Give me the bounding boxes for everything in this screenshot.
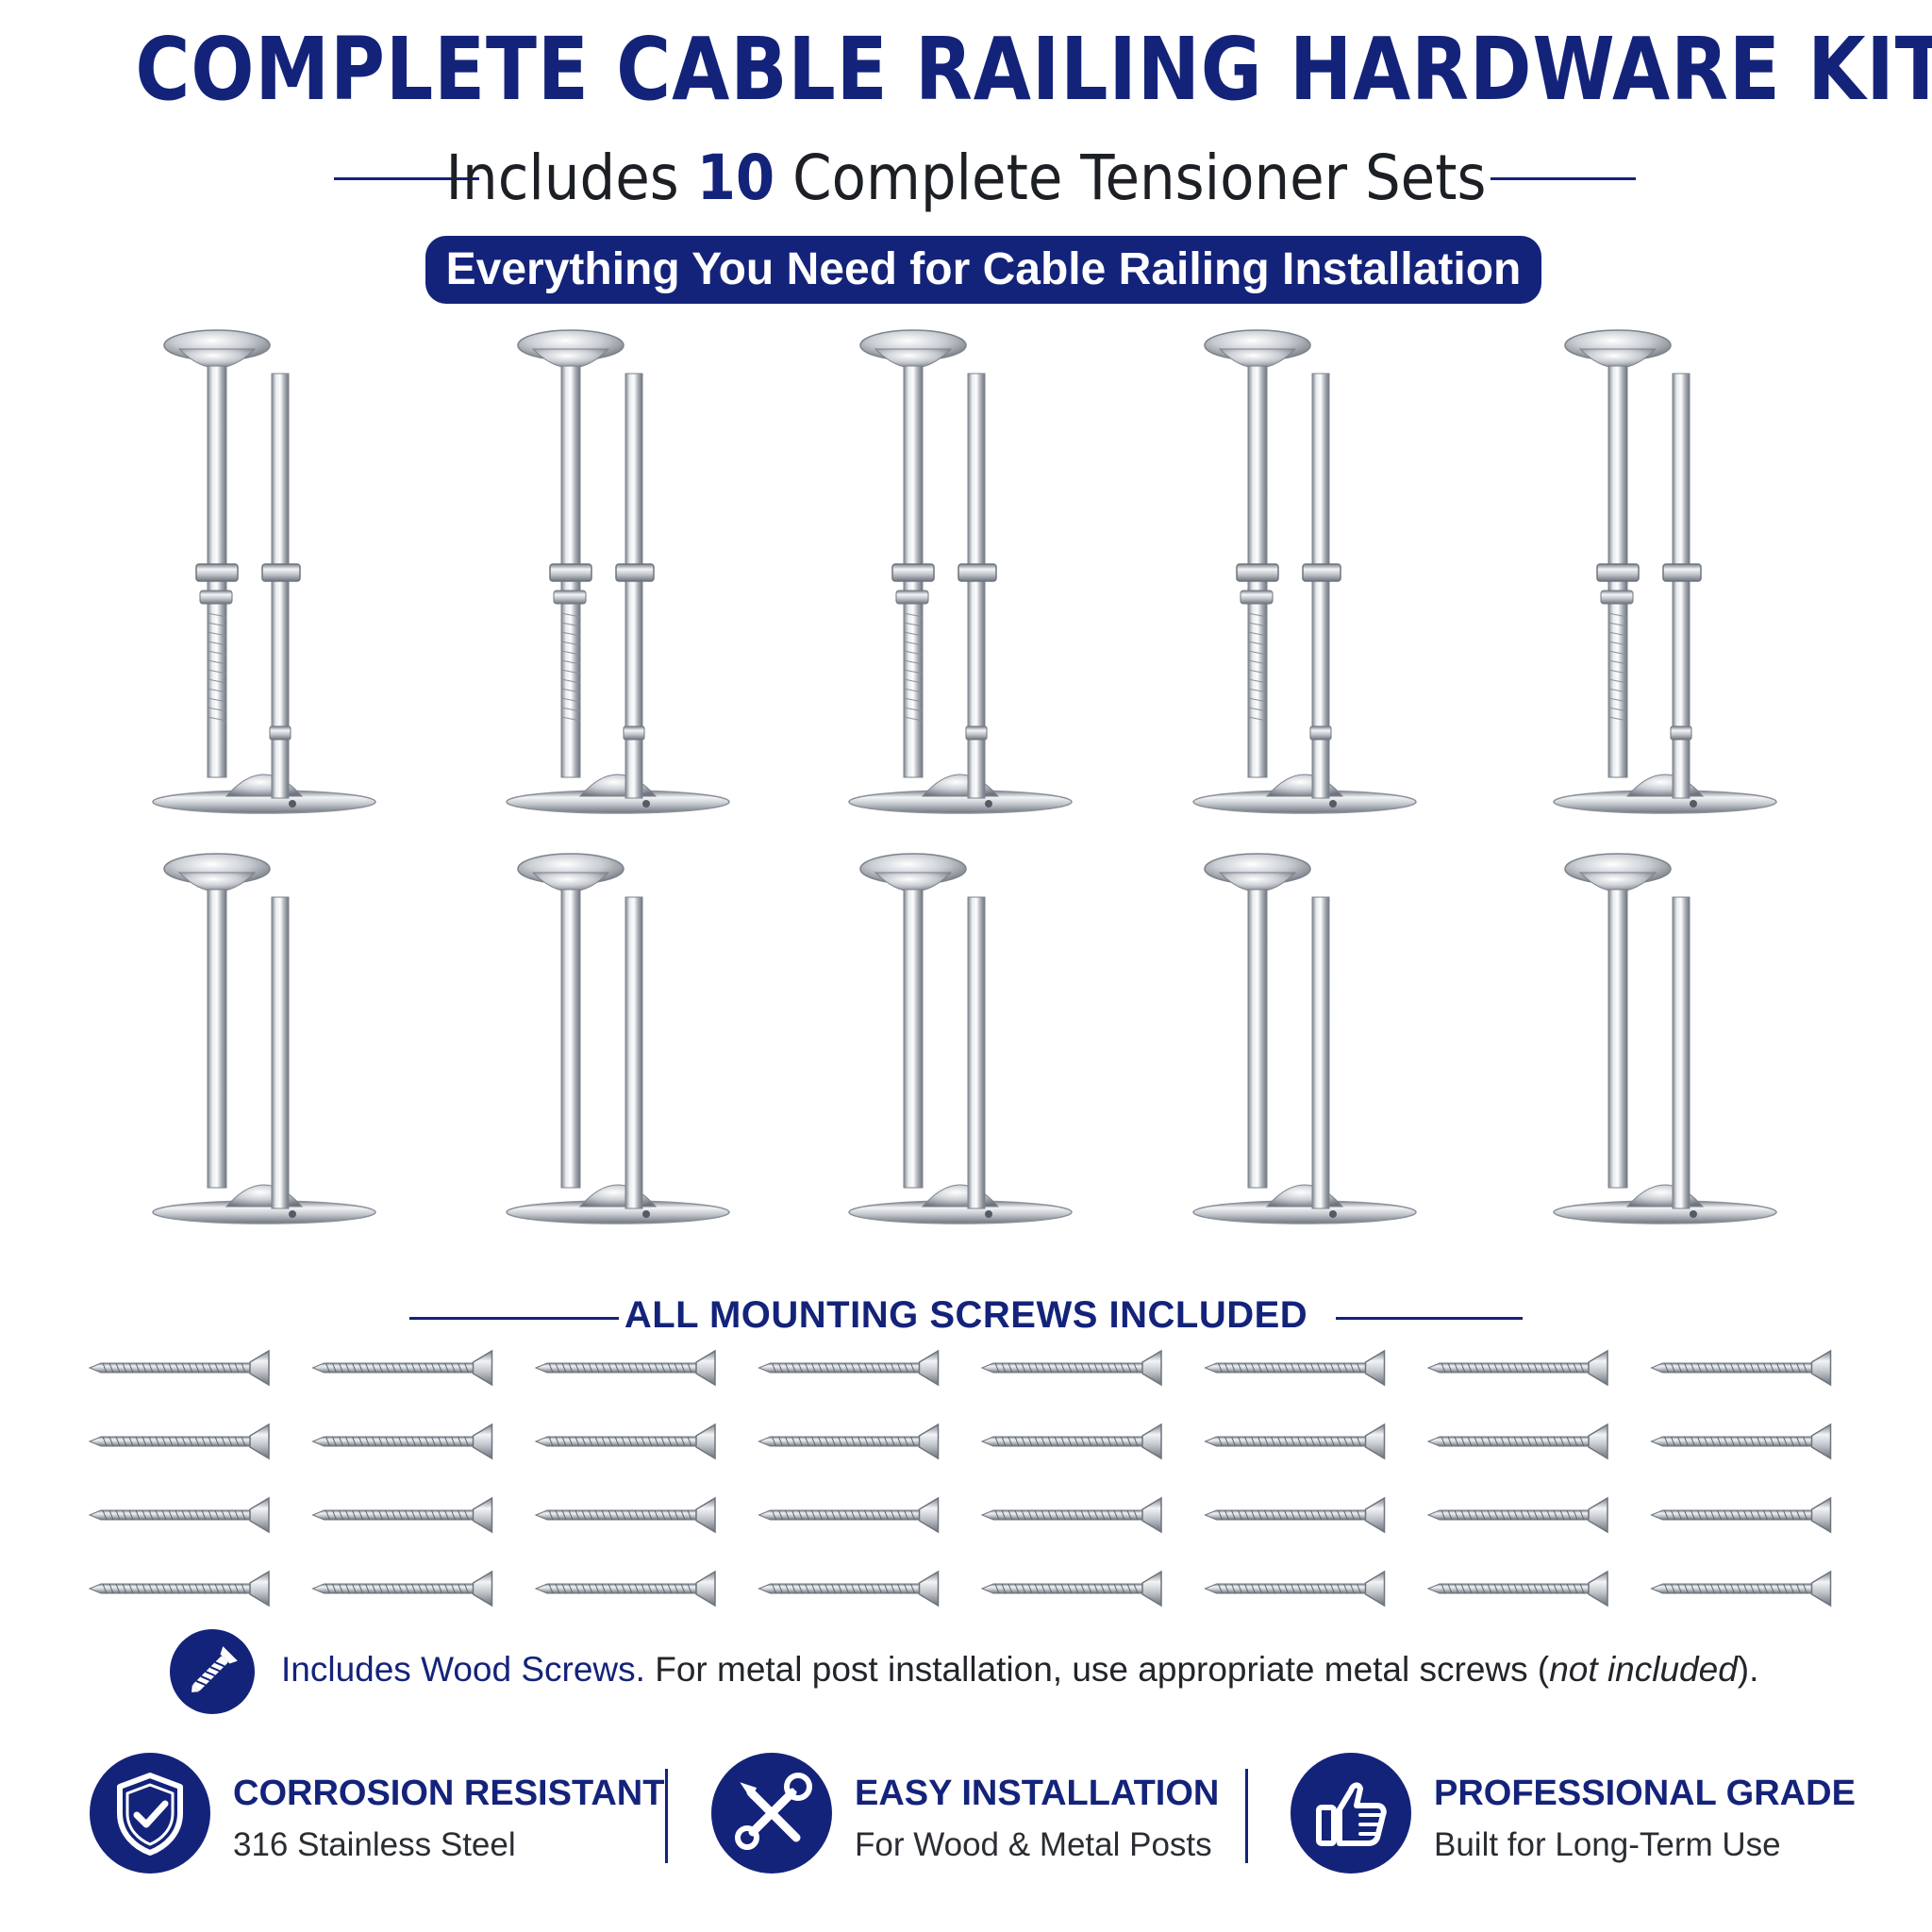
mounting-screw [1426, 1423, 1608, 1460]
screw-heading-rule-right [1336, 1317, 1523, 1320]
subtitle-suffix: Complete Tensioner Sets [774, 142, 1487, 214]
note-lead: Includes Wood Screws. [281, 1650, 645, 1689]
mounting-screw [88, 1423, 270, 1460]
mounting-screw [980, 1496, 1162, 1534]
tensioner-set [1192, 853, 1417, 1224]
tensioner-sets-gallery [0, 321, 1932, 1264]
mounting-screw [758, 1570, 940, 1607]
thumbs-up-icon [1291, 1753, 1411, 1874]
note-italic: not included [1549, 1650, 1738, 1689]
mounting-screw [88, 1570, 270, 1607]
mounting-screw [534, 1496, 716, 1534]
mounting-screw [980, 1349, 1162, 1387]
note-body: For metal post installation, use appropr… [644, 1650, 1550, 1689]
mounting-screw [534, 1423, 716, 1460]
mounting-screw [311, 1349, 493, 1387]
mounting-screw [980, 1423, 1162, 1460]
note-text: Includes Wood Screws. For metal post ins… [281, 1650, 1758, 1690]
feature-corrosion-resistant: CORROSION RESISTANT 316 Stainless Steel [90, 1753, 664, 1875]
tensioner-set [1553, 853, 1777, 1224]
tensioner-set [1553, 329, 1777, 814]
feature-title: PROFESSIONAL GRADE [1434, 1774, 1856, 1813]
tagline-banner: Everything You Need for Cable Railing In… [425, 236, 1541, 304]
tensioner-sets-svg [152, 329, 1777, 1224]
tensioner-set [506, 329, 730, 814]
tensioner-set [152, 329, 376, 814]
feature-title: EASY INSTALLATION [855, 1774, 1220, 1813]
feature-title: CORROSION RESISTANT [233, 1774, 665, 1813]
mounting-screw [534, 1349, 716, 1387]
mounting-screw [311, 1570, 493, 1607]
page-title: COMPLETE CABLE RAILING HARDWARE KIT [135, 19, 1932, 120]
mounting-screw [1426, 1496, 1608, 1534]
screws-gallery [0, 1340, 1932, 1613]
mounting-screw [1650, 1570, 1832, 1607]
mounting-screw [1204, 1570, 1386, 1607]
wood-screws-note: Includes Wood Screws. For metal post ins… [170, 1627, 1868, 1718]
feature-subtitle: 316 Stainless Steel [233, 1826, 516, 1863]
subtitle-prefix: Includes [445, 142, 697, 214]
mounting-screw [758, 1349, 940, 1387]
mounting-screw [1204, 1349, 1386, 1387]
tools-icon [711, 1753, 832, 1874]
mounting-screw [534, 1570, 716, 1607]
shield-check-icon [90, 1753, 210, 1874]
mounting-screw [1426, 1570, 1608, 1607]
feature-divider [665, 1769, 668, 1863]
mounting-screw [1426, 1349, 1608, 1387]
mounting-screw [1204, 1423, 1386, 1460]
screws-svg [88, 1349, 1832, 1607]
mounting-screw [758, 1496, 940, 1534]
mounting-screw [88, 1496, 270, 1534]
mounting-screw [1650, 1349, 1832, 1387]
tensioner-set [1192, 329, 1417, 814]
screw-icon [170, 1629, 255, 1714]
tensioner-set [506, 853, 730, 1224]
tensioner-set [152, 853, 376, 1224]
mounting-screw [88, 1349, 270, 1387]
feature-subtitle: Built for Long-Term Use [1434, 1826, 1781, 1863]
subtitle-rule-left [334, 177, 479, 180]
screws-heading: ALL MOUNTING SCREWS INCLUDED [624, 1294, 1308, 1336]
screw-heading-rule-left [409, 1317, 619, 1320]
feature-divider [1245, 1769, 1248, 1863]
set-count: 10 [696, 142, 775, 214]
tensioner-set [848, 329, 1073, 814]
tensioner-set [848, 853, 1073, 1224]
subtitle: Includes 10 Complete Tensioner Sets [96, 142, 1835, 214]
feature-professional-grade: PROFESSIONAL GRADE Built for Long-Term U… [1291, 1753, 1894, 1875]
subtitle-rule-right [1491, 177, 1636, 180]
note-end: ). [1737, 1650, 1759, 1689]
feature-easy-installation: EASY INSTALLATION For Wood & Metal Posts [711, 1753, 1240, 1875]
mounting-screw [758, 1423, 940, 1460]
mounting-screw [1650, 1423, 1832, 1460]
feature-subtitle: For Wood & Metal Posts [855, 1826, 1212, 1863]
mounting-screw [980, 1570, 1162, 1607]
mounting-screw [1204, 1496, 1386, 1534]
mounting-screw [1650, 1496, 1832, 1534]
mounting-screw [311, 1496, 493, 1534]
mounting-screw [311, 1423, 493, 1460]
